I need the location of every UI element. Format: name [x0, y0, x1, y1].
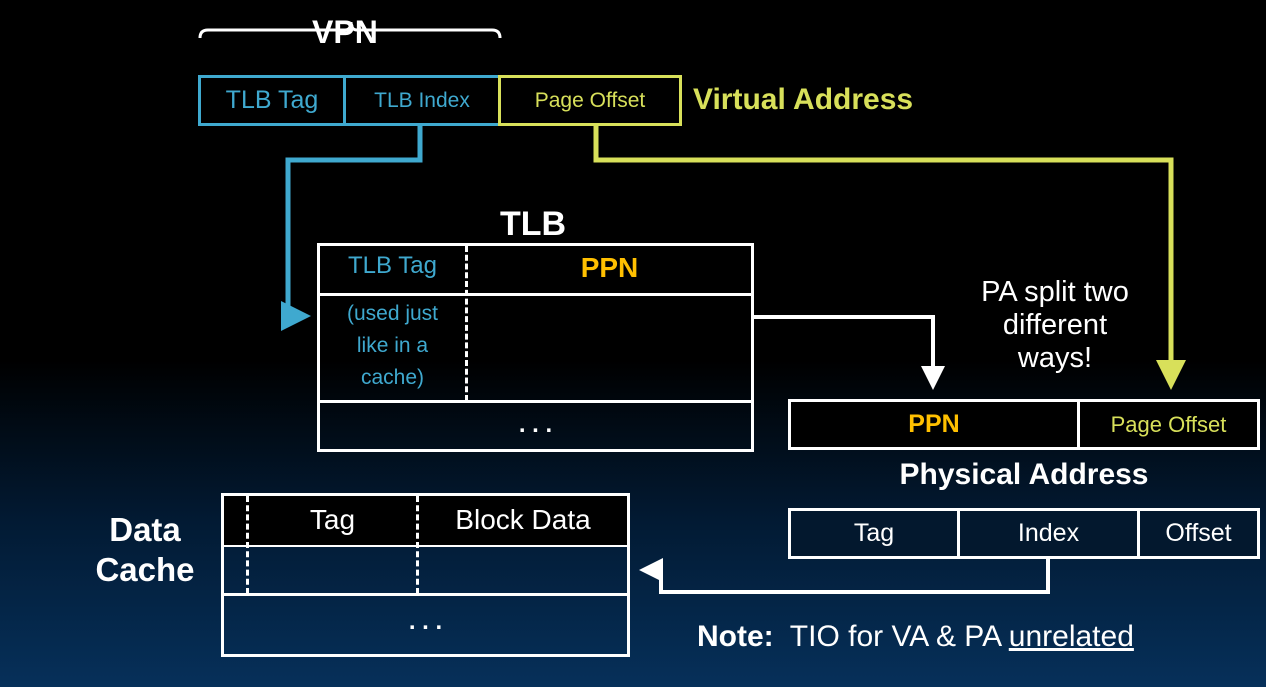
data-cache-row-divider-1	[224, 545, 627, 547]
tlb-row-divider-2	[320, 400, 751, 403]
data-cache-tag-header: Tag	[309, 504, 356, 535]
data-cache-table: Tag Block Data . . .	[221, 493, 630, 657]
note-text: TIO for VA & PA	[789, 620, 1001, 653]
page-offset-wire	[593, 124, 1186, 390]
pa-split-note-line: different	[1002, 309, 1108, 341]
data-cache-header-row	[224, 496, 627, 546]
note-emphasis: unrelated	[1008, 620, 1134, 653]
tlb-ellipsis: . . .	[518, 411, 553, 438]
tlb-table: TLB Tag PPN (used just like in a cache) …	[317, 243, 754, 452]
tlb-tag-note: (used just like in a cache)	[320, 298, 465, 394]
tlb-index-wire	[281, 124, 423, 331]
tlb-ppn-header: PPN	[580, 252, 639, 283]
tlb-column-divider	[465, 246, 468, 401]
tlb-tag-note-line: (used just	[346, 302, 439, 325]
va-tlb-index-field: TLB Index	[343, 75, 501, 126]
va-page-offset-field: Page Offset	[498, 75, 682, 126]
pa-split-note-line: ways!	[1017, 342, 1093, 374]
vpn-brace	[198, 21, 502, 39]
pa-page-offset-field: Page Offset	[1077, 399, 1260, 450]
index-wire	[639, 558, 1050, 594]
note-prefix: Note:	[697, 620, 774, 653]
pa-split-note: PA split two different ways!	[950, 276, 1160, 375]
data-cache-label-line: Data	[109, 511, 181, 548]
pa-offset-field: Offset	[1137, 508, 1260, 559]
pa-index-field: Index	[957, 508, 1140, 559]
pa-split-note-line: PA split two	[981, 276, 1129, 308]
ppn-wire	[752, 315, 945, 390]
note: Note: TIO for VA & PA unrelated	[697, 620, 1134, 654]
tlb-tag-note-line: like in a	[356, 334, 429, 357]
physical-address-label: Physical Address	[899, 458, 1149, 491]
tlb-title: TLB	[500, 205, 567, 243]
pa-ppn-field: PPN	[788, 399, 1080, 450]
virtual-address-label: Virtual Address	[693, 83, 914, 116]
va-tlb-tag-field: TLB Tag	[198, 75, 346, 126]
data-cache-valid-divider	[246, 496, 249, 594]
data-cache-label: Data Cache	[80, 510, 210, 590]
data-cache-ellipsis: . . .	[408, 608, 443, 635]
data-cache-row-divider-2	[224, 593, 627, 596]
tlb-tag-header: TLB Tag	[348, 252, 437, 279]
data-cache-block-header: Block Data	[455, 504, 591, 535]
tlb-tag-note-line: cache)	[360, 366, 425, 389]
tlb-row-divider-1	[320, 293, 751, 296]
data-cache-tag-divider	[416, 496, 419, 594]
data-cache-label-line: Cache	[95, 551, 195, 588]
pa-tag-field: Tag	[788, 508, 960, 559]
vpn-label: VPN	[312, 14, 378, 50]
